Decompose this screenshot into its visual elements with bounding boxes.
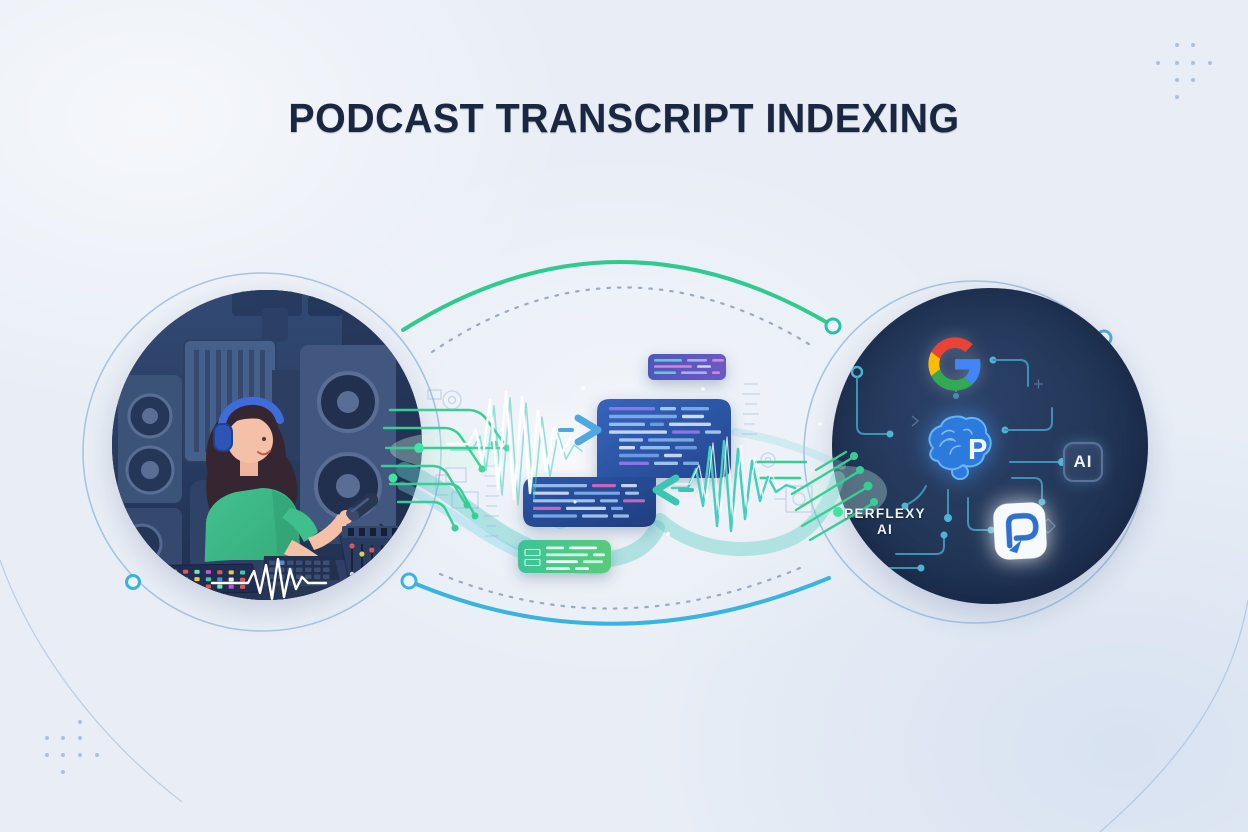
corner-curve: [1099, 599, 1248, 832]
waveform-highlight: [674, 436, 798, 528]
dot-grid-top-right: [1156, 43, 1212, 99]
dot-grid-bottom-left: [45, 720, 99, 774]
code-lines: [546, 546, 605, 570]
podcast-host-illustration: [112, 290, 422, 600]
transcript-block-upper: [597, 399, 731, 478]
raised-arm: [308, 514, 348, 550]
headphone-cup: [213, 423, 233, 452]
flow-arrow-right-icon: [574, 414, 602, 446]
face: [227, 417, 273, 463]
bottom-connection-arc: [407, 576, 831, 626]
blueprint-sketches: [427, 383, 813, 537]
top-connection-arc: [401, 260, 835, 332]
code-lines: [654, 359, 724, 374]
audio-waveform-icon: [210, 557, 328, 600]
code-snippet-block-green: [518, 540, 611, 573]
code-lines: [533, 484, 645, 518]
code-checkbox: [524, 559, 541, 566]
waveform-echo: [450, 397, 583, 506]
connection-arcs: [400, 260, 842, 626]
neck: [240, 460, 258, 476]
code-lines: [609, 407, 721, 465]
dust-particles: [546, 386, 822, 536]
audio-waveform-icon: [670, 439, 797, 533]
microphone-icon: [346, 492, 379, 522]
glow: [465, 400, 655, 524]
page-title: PODCAST TRANSCRIPT INDEXING: [288, 95, 960, 141]
circuit-trace-lines: [850, 356, 1066, 572]
podcast-studio-circle: [112, 290, 422, 600]
console-buttons: [126, 569, 246, 589]
ceiling-equipment: [232, 290, 342, 342]
flow-arrows: [558, 414, 694, 506]
studio-speaker-icon: [300, 345, 396, 544]
code-snippet-block-purple: [648, 354, 726, 380]
code-checkbox: [524, 549, 541, 556]
audio-waveform-icon: [445, 390, 580, 501]
teal-circuit-traces: [850, 356, 1066, 572]
transcript-code-blocks: [518, 354, 731, 573]
data-flow-ribbons: [396, 428, 846, 575]
ai-engines-circle: [832, 288, 1148, 604]
flow-arrow-left-icon: [652, 474, 680, 506]
transcript-block-lower: [523, 477, 656, 527]
headphones-icon: [218, 396, 284, 428]
